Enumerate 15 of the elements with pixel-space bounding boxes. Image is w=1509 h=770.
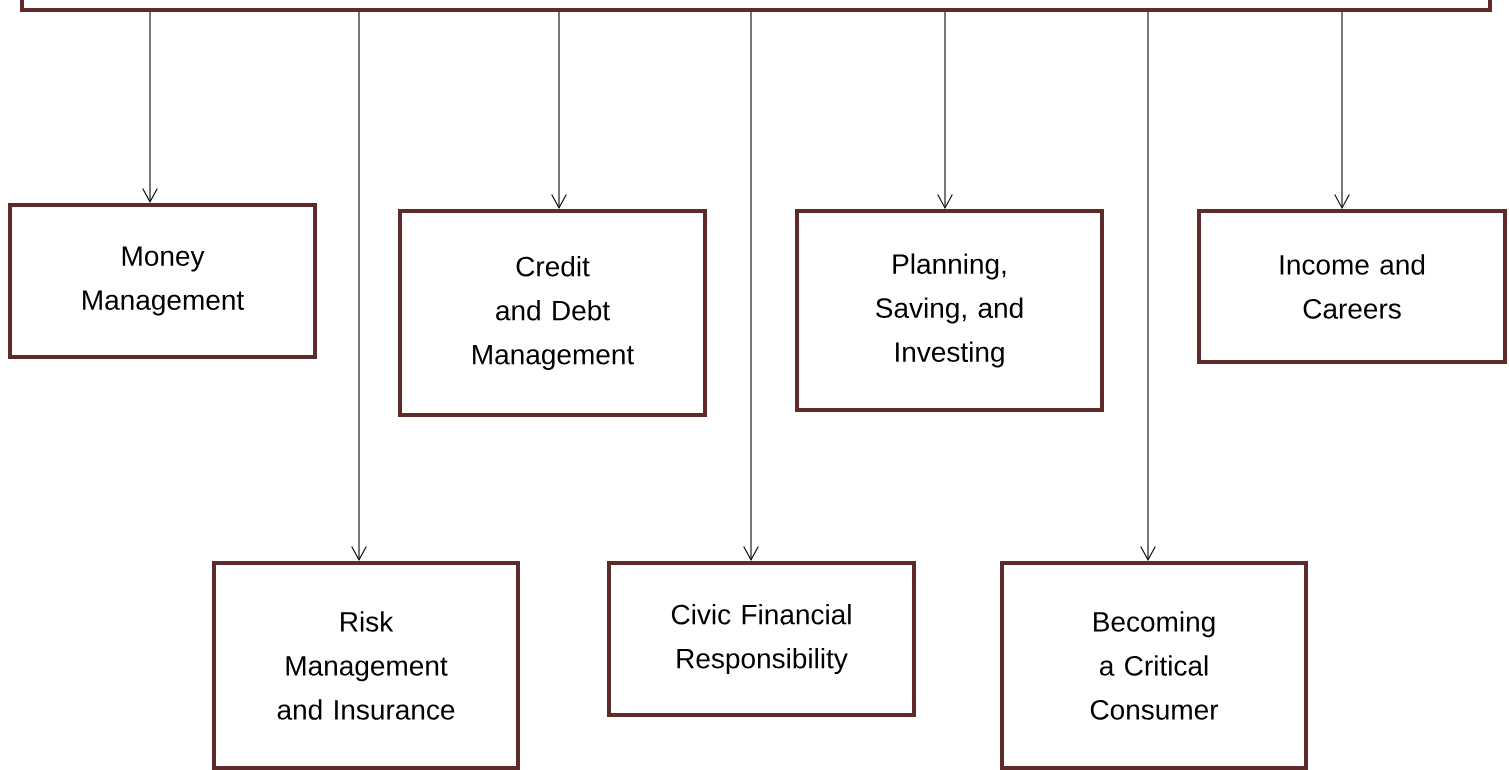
category-box: Money Management [8,203,317,359]
arrow [1140,11,1156,561]
category-box: Credit and Debt Management [398,209,707,417]
category-box: Risk Management and Insurance [212,561,520,770]
category-box: Civic Financial Responsibility [607,561,916,717]
arrow [743,11,759,561]
arrow [1334,11,1350,209]
header-box [20,0,1492,12]
arrow [551,11,567,209]
arrow [351,11,367,561]
category-box: Planning, Saving, and Investing [795,209,1104,412]
category-box: Becoming a Critical Consumer [1000,561,1308,770]
arrow [142,11,158,203]
category-box: Income and Careers [1197,209,1507,364]
arrow [937,11,953,209]
